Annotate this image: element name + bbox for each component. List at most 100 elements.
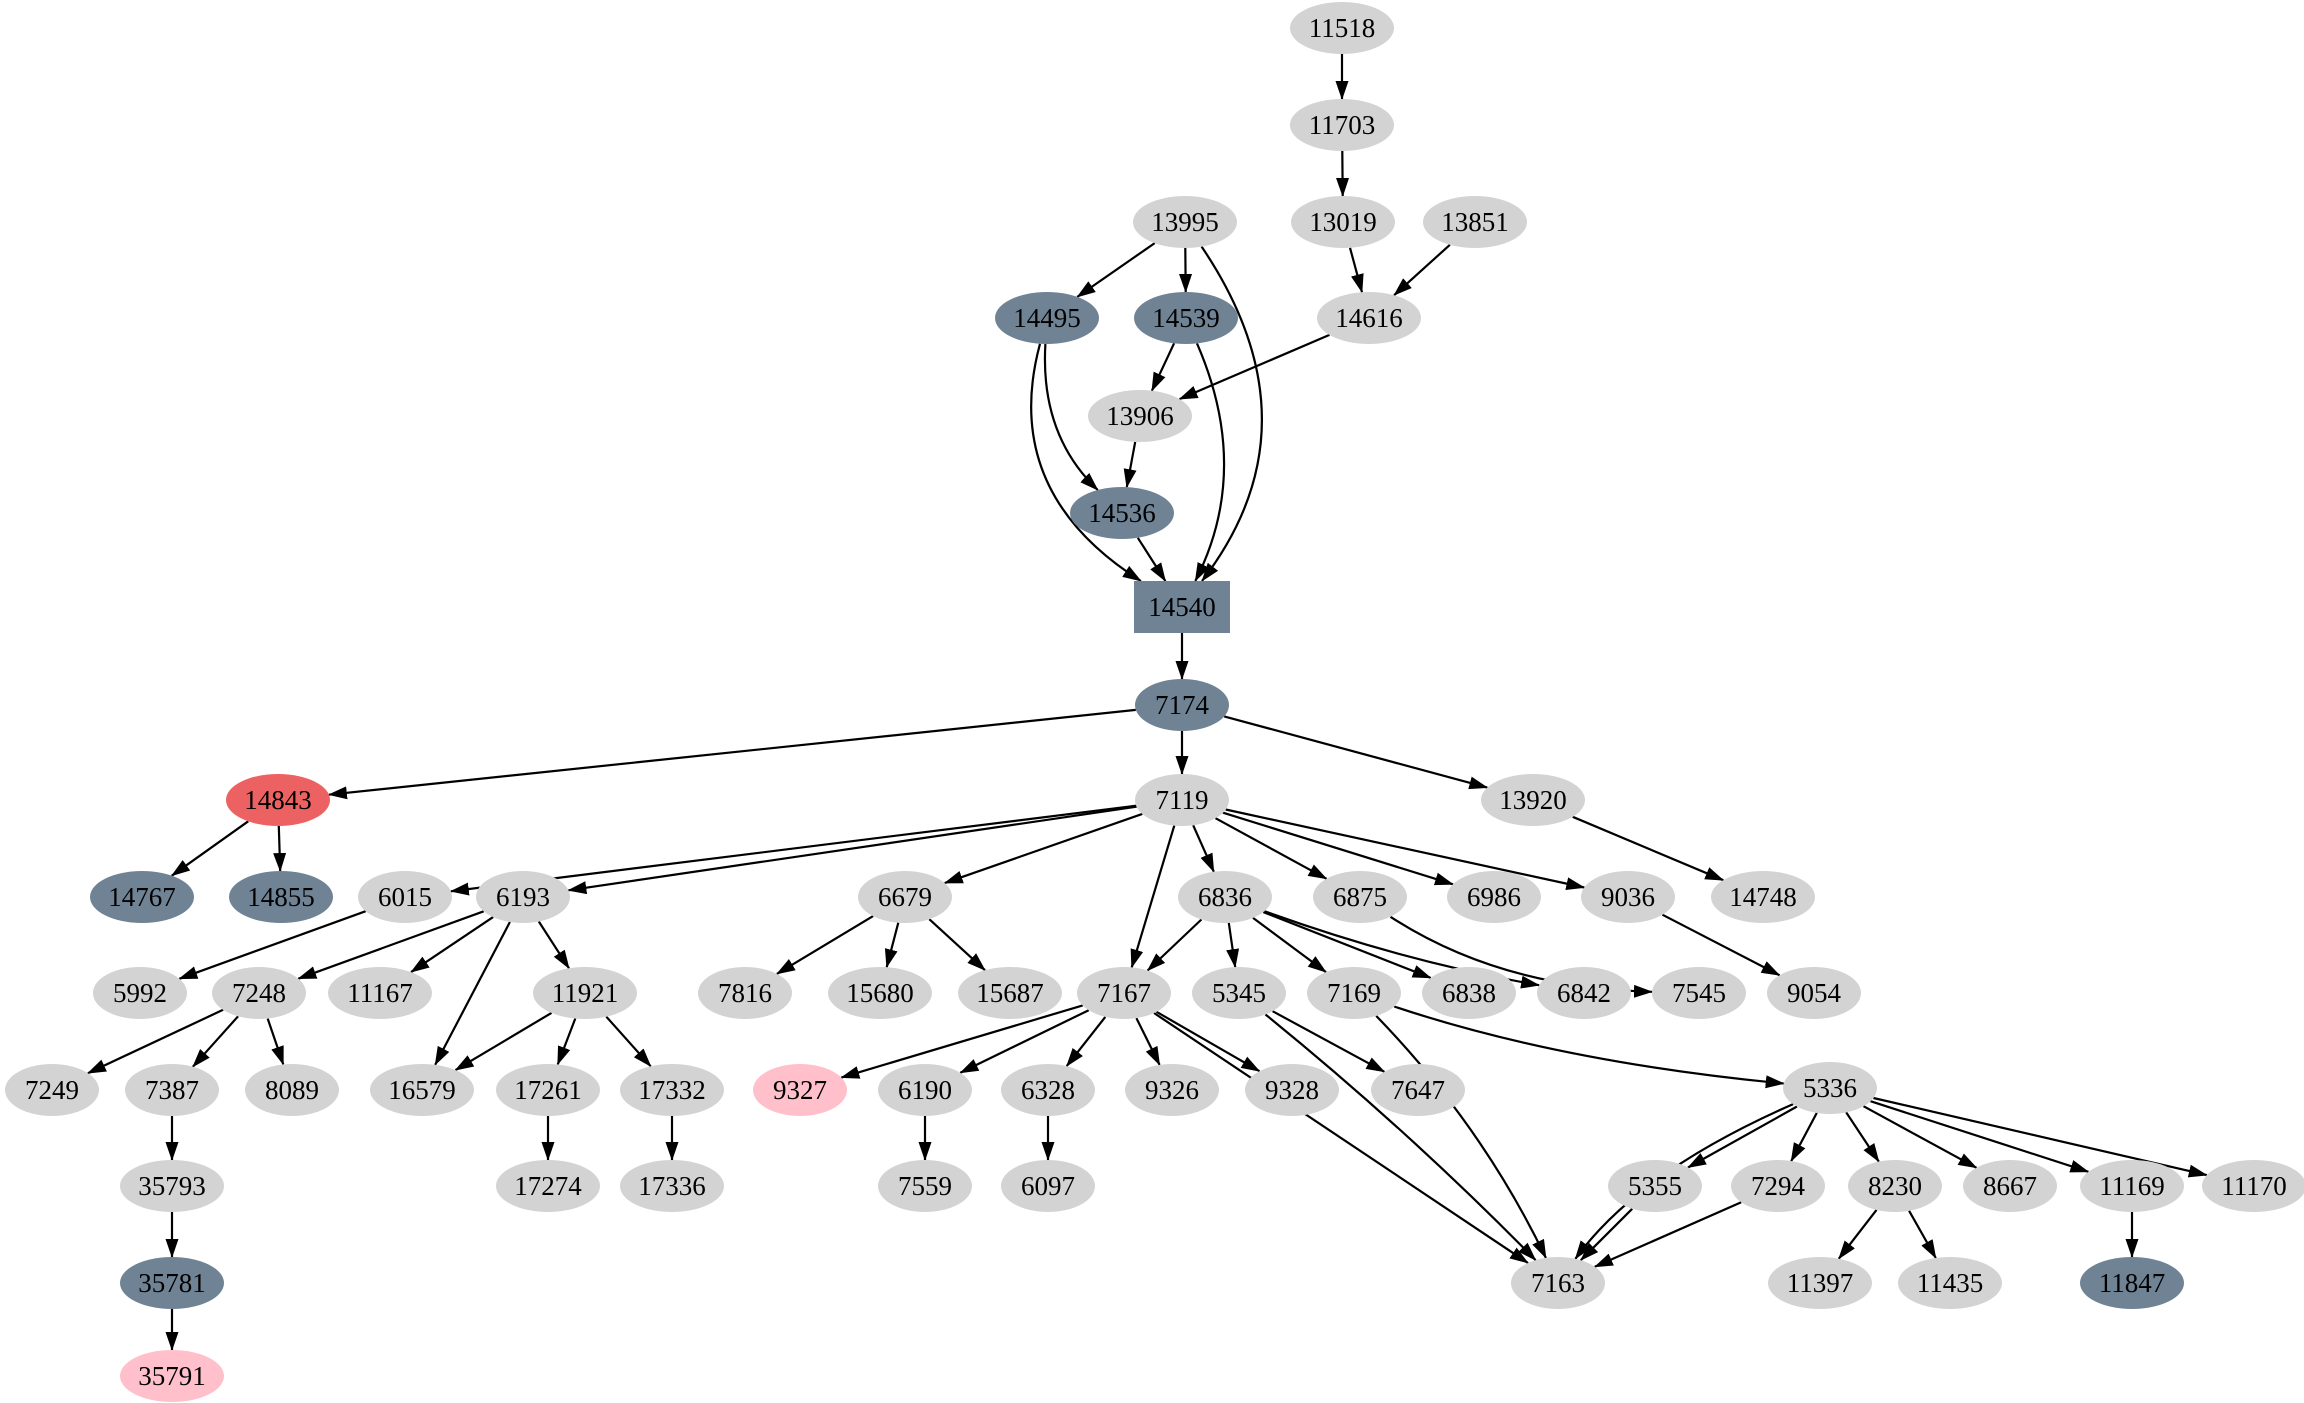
node-ellipse-6838 <box>1422 967 1516 1019</box>
edge-14539-13906 <box>1150 342 1176 392</box>
node-ellipse-14536 <box>1070 487 1174 539</box>
node-label-6986: 6986 <box>1467 882 1521 912</box>
node-label-6679: 6679 <box>878 882 932 912</box>
node-ellipse-16579 <box>370 1064 474 1116</box>
node-15687: 15687 <box>958 967 1062 1019</box>
node-label-7119: 7119 <box>1156 785 1209 815</box>
node-label-8089: 8089 <box>265 1075 319 1105</box>
node-ellipse-14843 <box>226 774 330 826</box>
edge-7167-6328 <box>1065 1016 1107 1067</box>
node-8667: 8667 <box>1963 1160 2057 1212</box>
edge-7119-6679 <box>943 812 1143 885</box>
node-9054: 9054 <box>1767 967 1861 1019</box>
node-ellipse-7163 <box>1511 1257 1605 1309</box>
node-ellipse-9326 <box>1125 1064 1219 1116</box>
node-label-7163: 7163 <box>1531 1268 1585 1298</box>
node-ellipse-11921 <box>533 967 637 1019</box>
edge-5345-7163 <box>1264 1013 1537 1261</box>
node-label-5992: 5992 <box>113 978 167 1008</box>
node-6875: 6875 <box>1313 871 1407 923</box>
node-ellipse-11703 <box>1290 99 1394 151</box>
edge-6836-5345 <box>1226 922 1240 969</box>
node-ellipse-11435 <box>1898 1257 2002 1309</box>
node-ellipse-7294 <box>1731 1160 1825 1212</box>
edge-7174-13920 <box>1223 715 1489 790</box>
node-ellipse-11167 <box>328 967 432 1019</box>
node-ellipse-5336 <box>1783 1062 1877 1114</box>
edge-6679-15680 <box>884 922 900 969</box>
node-ellipse-7174 <box>1135 679 1229 731</box>
edge-14539-14540 <box>1194 342 1226 582</box>
node-5355: 5355 <box>1608 1160 1702 1212</box>
edge-8230-11435 <box>1908 1210 1937 1259</box>
node-17332: 17332 <box>620 1064 724 1116</box>
node-ellipse-11169 <box>2080 1160 2184 1212</box>
edge-7248-7387 <box>192 1015 239 1068</box>
node-14540: 14540 <box>1134 581 1230 633</box>
node-label-11170: 11170 <box>2221 1171 2287 1201</box>
node-7167: 7167 <box>1077 967 1171 1019</box>
node-label-14843: 14843 <box>244 785 312 815</box>
node-9327: 9327 <box>753 1064 847 1116</box>
node-label-7545: 7545 <box>1672 978 1726 1008</box>
edge-7119-6015 <box>449 804 1137 896</box>
node-ellipse-35793 <box>120 1160 224 1212</box>
node-7174: 7174 <box>1135 679 1229 731</box>
node-6842: 6842 <box>1537 967 1631 1019</box>
edge-6193-11167 <box>410 916 494 974</box>
node-ellipse-13920 <box>1481 774 1585 826</box>
edge-14536-14540 <box>1136 537 1167 582</box>
node-ellipse-7248 <box>212 967 306 1019</box>
edge-5336-5355 <box>1687 1105 1798 1169</box>
edge-7119-6193 <box>567 805 1137 895</box>
edge-7294-7163 <box>1593 1201 1742 1268</box>
node-7163: 7163 <box>1511 1257 1605 1309</box>
node-label-8667: 8667 <box>1983 1171 2037 1201</box>
node-label-14495: 14495 <box>1013 303 1081 333</box>
node-label-14540: 14540 <box>1148 592 1216 622</box>
node-label-16579: 16579 <box>388 1075 456 1105</box>
edge-11921-16579 <box>454 1011 553 1072</box>
node-label-7816: 7816 <box>718 978 772 1008</box>
node-label-6190: 6190 <box>898 1075 952 1105</box>
node-ellipse-7167 <box>1077 967 1171 1019</box>
node-ellipse-17274 <box>496 1160 600 1212</box>
edge-14495-14536 <box>1043 343 1099 491</box>
edge-13906-14536 <box>1123 441 1137 489</box>
node-label-9036: 9036 <box>1601 882 1655 912</box>
edge-7167-9328 <box>1155 1010 1261 1073</box>
edge-6836-7167 <box>1146 918 1203 972</box>
node-11703: 11703 <box>1290 99 1394 151</box>
edge-7119-6875 <box>1214 817 1328 880</box>
node-7169: 7169 <box>1307 967 1401 1019</box>
node-14767: 14767 <box>90 871 194 923</box>
edge-7169-5336 <box>1393 1005 1785 1089</box>
node-label-11518: 11518 <box>1309 13 1376 43</box>
edge-14495-14540 <box>1030 343 1142 582</box>
node-label-9327: 9327 <box>773 1075 827 1105</box>
node-11169: 11169 <box>2080 1160 2184 1212</box>
node-6015: 6015 <box>358 871 452 923</box>
node-7559: 7559 <box>878 1160 972 1212</box>
node-label-15680: 15680 <box>846 978 914 1008</box>
node-label-11847: 11847 <box>2099 1268 2166 1298</box>
node-ellipse-13019 <box>1291 196 1395 248</box>
edge-6679-15687 <box>928 918 986 972</box>
edge-7119-7167 <box>1130 825 1176 969</box>
edge-5336-8230 <box>1845 1111 1880 1163</box>
node-ellipse-5345 <box>1192 967 1286 1019</box>
node-label-14616: 14616 <box>1335 303 1403 333</box>
node-ellipse-13906 <box>1088 390 1192 442</box>
edge-13920-14748 <box>1572 815 1725 882</box>
edge-7167-9327 <box>840 1004 1084 1079</box>
edge-7119-6836 <box>1192 824 1215 873</box>
node-label-9328: 9328 <box>1265 1075 1319 1105</box>
edge-7169-7163 <box>1375 1015 1547 1259</box>
node-ellipse-7249 <box>5 1064 99 1116</box>
node-label-6328: 6328 <box>1021 1075 1075 1105</box>
node-label-13920: 13920 <box>1499 785 1567 815</box>
node-6328: 6328 <box>1001 1064 1095 1116</box>
node-label-13851: 13851 <box>1441 207 1509 237</box>
